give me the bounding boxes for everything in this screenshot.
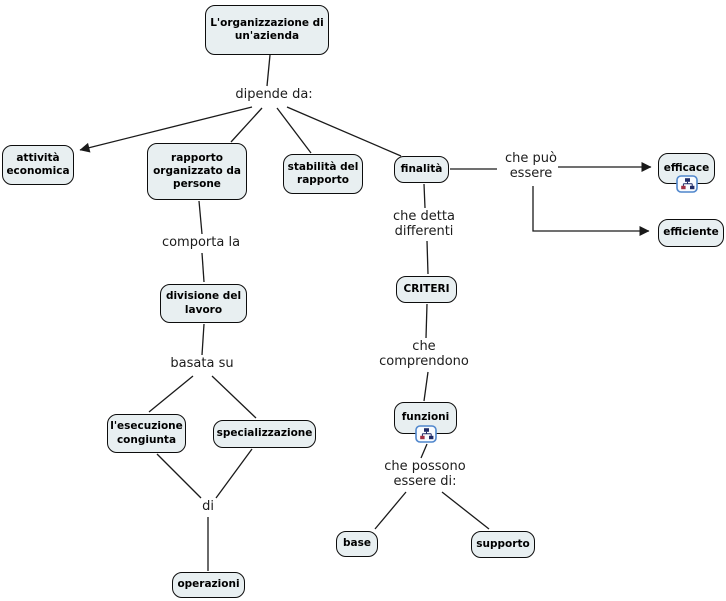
edge-basata-su-to-esecuzione-congiunta (148, 375, 194, 413)
edge-che-possono-essere-di-to-base (374, 491, 407, 530)
edge-che-comprendono-to-funzioni (423, 371, 429, 402)
node-efficiente[interactable]: efficiente (658, 219, 724, 247)
linking-phrase-basata-su[interactable]: basata su (170, 356, 234, 371)
node-label: rapporto organizzato da persone (153, 151, 241, 191)
node-base[interactable]: base (336, 531, 378, 557)
node-label: divisione del lavoro (165, 290, 242, 316)
node-label: stabilità del rapporto (287, 160, 359, 186)
node-label: L'organizzazione di un'azienda (210, 16, 324, 42)
edge-che-possono-essere-di-to-supporto (441, 491, 490, 530)
node-divisione-lavoro[interactable]: divisione del lavoro (160, 284, 247, 323)
node-label: finalità (400, 162, 443, 175)
node-label: l'esecuzione congiunta (110, 420, 183, 446)
node-rapporto-organizzato[interactable]: rapporto organizzato da persone (147, 143, 247, 200)
node-label: operazioni (177, 578, 240, 591)
node-attivita-economica[interactable]: attività economica (2, 145, 74, 185)
edge-organizzazione-to-dipende-da (266, 54, 271, 87)
resource-link-icon[interactable] (675, 175, 698, 193)
node-label: attività economica (6, 151, 70, 177)
node-label: CRITERI (403, 282, 450, 295)
edge-basata-su-to-specializzazione (211, 375, 257, 419)
node-supporto[interactable]: supporto (471, 531, 535, 558)
edge-criteri-to-che-comprendono (425, 303, 428, 339)
node-finalita[interactable]: finalità (394, 156, 449, 183)
linking-phrase-che-comprendono[interactable]: che comprendono (379, 339, 469, 369)
node-label: efficiente (663, 226, 719, 239)
node-organizzazione[interactable]: L'organizzazione di un'azienda (205, 5, 329, 55)
node-specializzazione[interactable]: specializzazione (213, 420, 316, 448)
linking-phrase-che-possono-essere-di[interactable]: che possono essere di: (384, 459, 466, 489)
linking-phrase-che-detta-differenti[interactable]: che detta differenti (393, 209, 455, 239)
node-label: specializzazione (216, 427, 313, 440)
edge-funzioni-to-che-possono-essere-di (420, 443, 428, 459)
edge-dipende-da-to-attivita-economica (79, 106, 253, 153)
resource-link-icon[interactable] (414, 425, 437, 443)
node-label: supporto (476, 537, 530, 550)
node-efficace[interactable]: efficace (658, 153, 715, 193)
node-stabilita-rapporto[interactable]: stabilità del rapporto (283, 154, 363, 194)
linking-phrase-che-puo-essere[interactable]: che può essere (505, 151, 557, 181)
edge-rapporto-organizzato-to-comporta-la (198, 200, 203, 235)
edge-esecuzione-congiunta-to-di (156, 453, 202, 499)
linking-phrase-comporta-la[interactable]: comporta la (161, 235, 241, 250)
node-criteri[interactable]: CRITERI (396, 276, 457, 303)
edge-dipende-da-to-finalita (286, 106, 402, 157)
edge-che-puo-essere-to-efficiente (532, 186, 650, 236)
edge-dipende-da-to-rapporto-organizzato (230, 107, 263, 143)
linking-phrase-dipende-da[interactable]: dipende da: (235, 87, 313, 102)
node-esecuzione-congiunta[interactable]: l'esecuzione congiunta (107, 414, 186, 453)
edge-finalita-to-che-detta-differenti (423, 183, 426, 209)
node-label: base (343, 537, 371, 550)
linking-phrase-di[interactable]: di (202, 499, 214, 514)
edge-dipende-da-to-stabilita-rapporto (276, 107, 312, 154)
node-label: funzioni (401, 411, 450, 424)
edge-comporta-la-to-divisione-lavoro (201, 252, 205, 283)
node-label: efficace (663, 161, 710, 174)
node-operazioni[interactable]: operazioni (172, 572, 245, 598)
edge-che-detta-differenti-to-criteri (426, 240, 429, 275)
node-funzioni[interactable]: funzioni (394, 402, 457, 443)
edge-specializzazione-to-di (215, 448, 253, 499)
edge-divisione-lavoro-to-basata-su (201, 323, 205, 356)
